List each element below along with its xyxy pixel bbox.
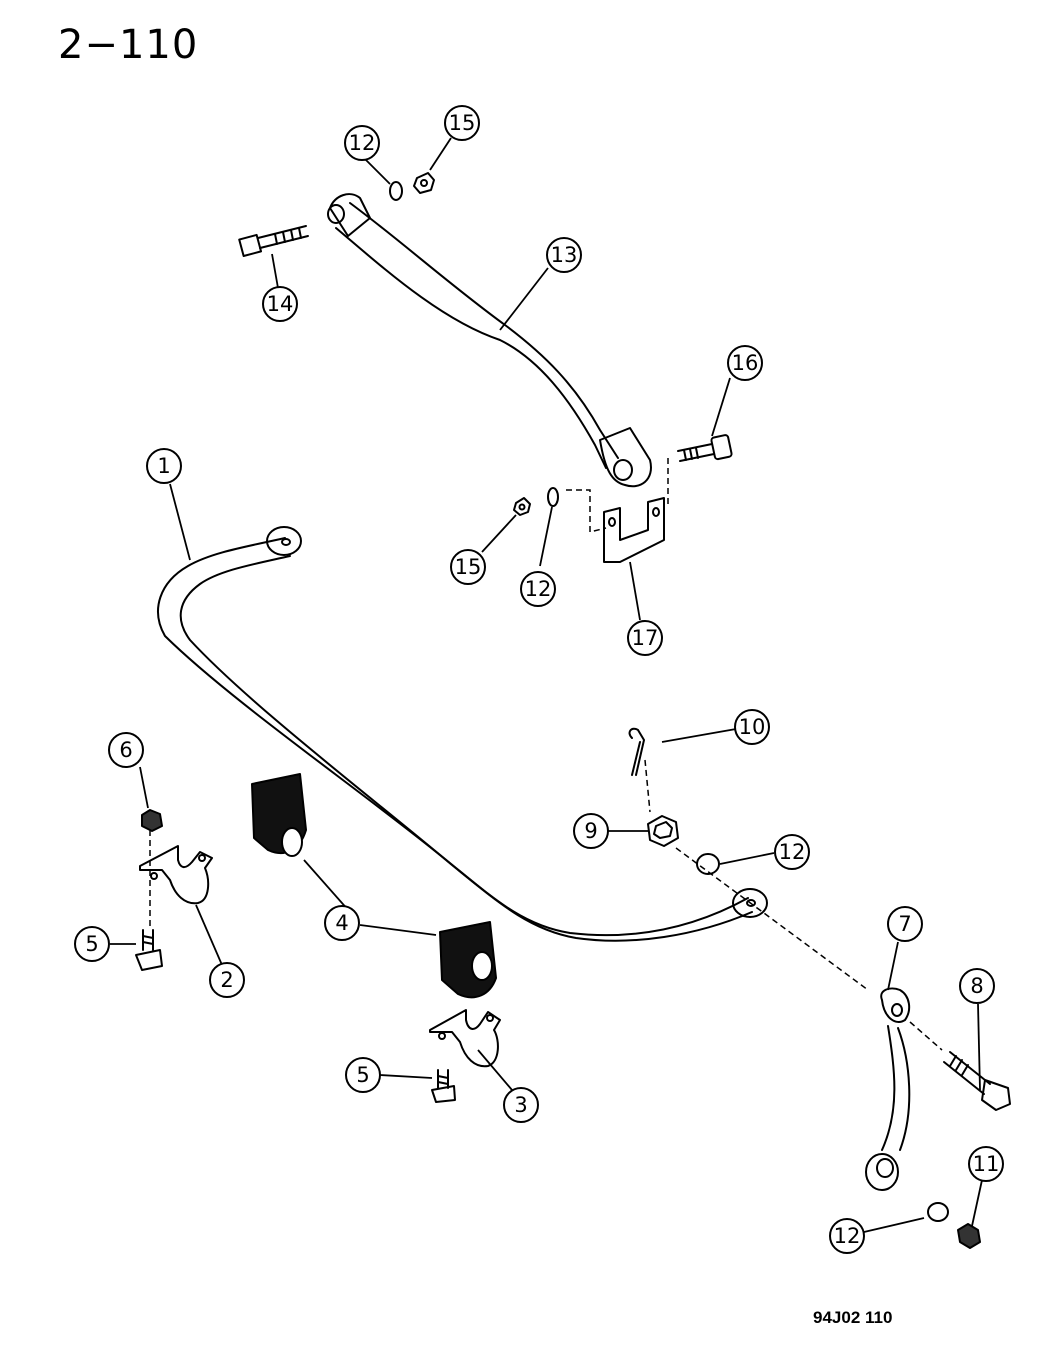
callout-14: 14 bbox=[262, 286, 298, 322]
washer-12-mid bbox=[547, 487, 559, 507]
assembly-lines bbox=[149, 458, 943, 1051]
callout-5-left: 5 bbox=[74, 926, 110, 962]
washer-12-top bbox=[389, 181, 403, 201]
callout-6: 6 bbox=[108, 732, 144, 768]
bolt-5-center bbox=[431, 1069, 456, 1103]
svg-text:8: 8 bbox=[970, 974, 983, 998]
figure-code: 94J02 110 bbox=[813, 1308, 893, 1327]
svg-text:12: 12 bbox=[349, 131, 376, 155]
svg-text:10: 10 bbox=[739, 715, 766, 739]
svg-text:15: 15 bbox=[449, 111, 476, 135]
callout-2: 2 bbox=[209, 962, 245, 998]
svg-text:6: 6 bbox=[119, 738, 132, 762]
callout-1: 1 bbox=[146, 448, 182, 484]
callout-7: 7 bbox=[887, 906, 923, 942]
svg-text:16: 16 bbox=[732, 351, 759, 375]
svg-text:5: 5 bbox=[356, 1063, 369, 1087]
callout-10: 10 bbox=[734, 709, 770, 745]
cotter-pin-10 bbox=[628, 727, 645, 776]
track-bar-bolt bbox=[238, 225, 309, 258]
bushing-4-upper bbox=[251, 773, 307, 857]
stabilizer-bar bbox=[157, 526, 768, 942]
callout-8: 8 bbox=[959, 968, 995, 1004]
svg-text:9: 9 bbox=[584, 819, 597, 843]
svg-text:3: 3 bbox=[514, 1093, 527, 1117]
callout-15-lower: 15 bbox=[450, 549, 486, 585]
leader-lines bbox=[110, 137, 983, 1233]
svg-text:11: 11 bbox=[973, 1152, 1000, 1176]
callout-4: 4 bbox=[324, 905, 360, 941]
page-number: 2−110 bbox=[58, 22, 199, 68]
callout-12-top: 12 bbox=[344, 125, 380, 161]
svg-text:14: 14 bbox=[267, 292, 294, 316]
track-bar bbox=[327, 193, 652, 488]
svg-text:2: 2 bbox=[220, 968, 233, 992]
nut-15-lower bbox=[513, 497, 531, 516]
nut-9 bbox=[647, 815, 679, 847]
svg-text:12: 12 bbox=[779, 840, 806, 864]
svg-text:4: 4 bbox=[335, 911, 348, 935]
callout-13: 13 bbox=[546, 237, 582, 273]
callout-12-link: 12 bbox=[774, 834, 810, 870]
nut-6 bbox=[141, 809, 163, 832]
callout-3: 3 bbox=[503, 1087, 539, 1123]
nut-15-top bbox=[413, 172, 435, 194]
svg-text:12: 12 bbox=[834, 1224, 861, 1248]
svg-text:13: 13 bbox=[551, 243, 578, 267]
callout-17: 17 bbox=[627, 620, 663, 656]
callout-12-mid: 12 bbox=[520, 571, 556, 607]
clamp-2 bbox=[139, 845, 213, 905]
bracket-bolt bbox=[677, 434, 733, 462]
link-bolt-8 bbox=[943, 1051, 1011, 1111]
callout-9: 9 bbox=[573, 813, 609, 849]
svg-text:15: 15 bbox=[455, 555, 482, 579]
nut-11 bbox=[957, 1223, 981, 1249]
callout-11: 11 bbox=[968, 1146, 1004, 1182]
callout-15-top: 15 bbox=[444, 105, 480, 141]
svg-text:17: 17 bbox=[632, 626, 659, 650]
svg-text:12: 12 bbox=[525, 577, 552, 601]
svg-text:5: 5 bbox=[85, 932, 98, 956]
clamp-3 bbox=[429, 1009, 501, 1068]
svg-text:7: 7 bbox=[898, 912, 911, 936]
washer-12-link bbox=[696, 853, 720, 875]
bolt-5-left bbox=[135, 929, 163, 971]
washer-12-bottom bbox=[927, 1202, 949, 1222]
track-bar-bracket bbox=[603, 497, 665, 563]
bushing-4-lower bbox=[439, 921, 497, 999]
svg-text:1: 1 bbox=[157, 454, 170, 478]
callout-5-center: 5 bbox=[345, 1057, 381, 1093]
callout-12-bottom: 12 bbox=[829, 1218, 865, 1254]
callout-16: 16 bbox=[727, 345, 763, 381]
stabilizer-link bbox=[865, 987, 911, 1191]
